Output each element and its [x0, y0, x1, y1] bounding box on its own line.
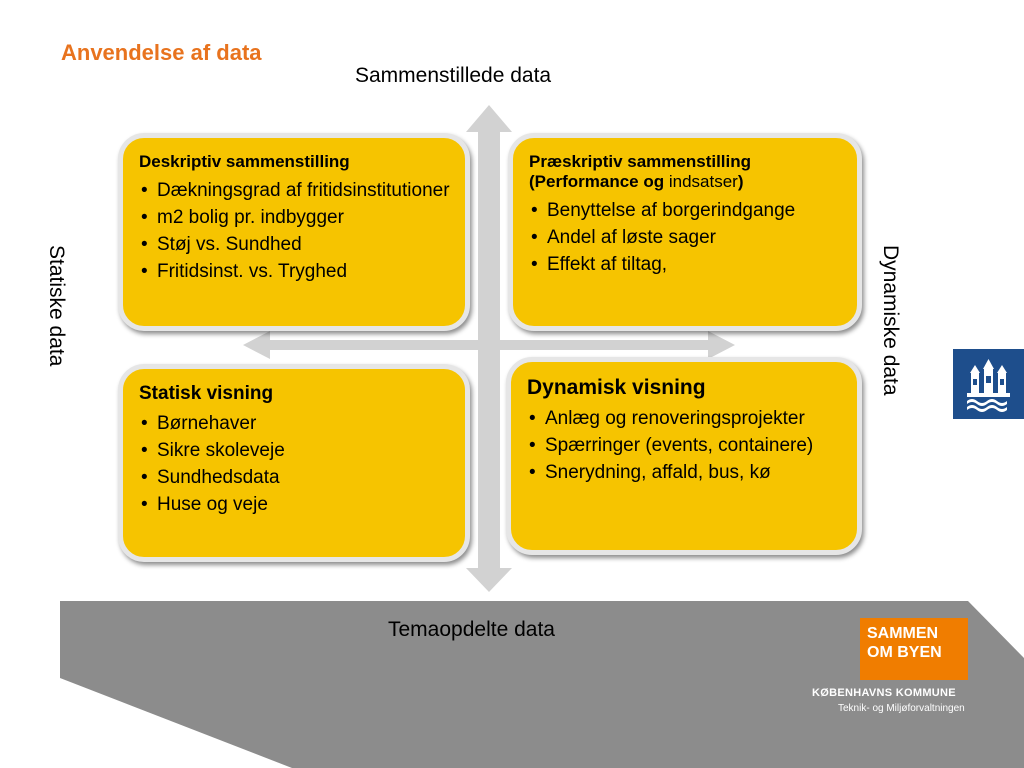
department-name: Teknik- og Miljøforvaltningen [838, 703, 965, 714]
quadrant-title: Statisk visning [139, 383, 274, 404]
quadrant-list: Anlæg og renoveringsprojekter Spærringer… [527, 408, 843, 484]
list-item: Snerydning, affald, bus, kø [527, 462, 843, 484]
axis-label-left: Statiske data [45, 245, 68, 367]
list-item: Børnehaver [139, 413, 451, 435]
coat-of-arms-logo [953, 349, 1024, 419]
organization-name: KØBENHAVNS KOMMUNE [812, 687, 956, 699]
title-bold-part: Performance og [534, 172, 665, 191]
quadrant-bottom-left: Statisk visning Børnehaver Sikre skoleve… [118, 364, 470, 562]
list-item: Fritidsinst. vs. Tryghed [139, 261, 451, 283]
quadrant-bottom-right: Dynamisk visning Anlæg og renoveringspro… [506, 357, 862, 555]
quadrant-list: Børnehaver Sikre skoleveje Sundhedsdata … [139, 413, 451, 516]
axis-label-top: Sammenstillede data [355, 64, 552, 87]
title-open-paren: ( [529, 172, 535, 191]
list-item: Benyttelse af borgerindgange [529, 200, 843, 222]
list-item: m2 bolig pr. indbygger [139, 207, 451, 229]
quadrant-title: Præskriptiv sammenstilling (Performance … [529, 152, 843, 192]
horizontal-arrow [243, 331, 735, 359]
list-item: Sikre skoleveje [139, 440, 451, 462]
quadrant-title-line2: (Performance og indsatser) [529, 172, 843, 192]
list-item: Effekt af tiltag, [529, 254, 843, 276]
list-item: Andel af løste sager [529, 227, 843, 249]
logo-text: SAMMEN OM BYEN [867, 624, 942, 662]
quadrant-top-left: Deskriptiv sammenstilling Dækningsgrad a… [118, 133, 470, 331]
list-item: Sundhedsdata [139, 467, 451, 489]
list-item: Dækningsgrad af fritidsinstitutioner [139, 180, 451, 202]
title-normal-part: indsatser [664, 172, 738, 191]
quadrant-title-line1: Præskriptiv sammenstilling [529, 152, 752, 171]
axis-label-right: Dynamiske data [879, 245, 902, 396]
slide-title: Anvendelse af data [61, 40, 262, 65]
logo-line1: SAMMEN [867, 625, 939, 642]
list-item: Anlæg og renoveringsprojekter [527, 408, 843, 430]
axis-label-bottom: Temaopdelte data [388, 618, 555, 641]
list-item: Spærringer (events, containere) [527, 435, 843, 457]
sammen-om-byen-logo [860, 618, 968, 680]
quadrant-list: Dækningsgrad af fritidsinstitutioner m2 … [139, 180, 451, 283]
quadrant-list: Benyttelse af borgerindgange Andel af lø… [529, 200, 843, 276]
list-item: Huse og veje [139, 494, 451, 516]
quadrant-title: Dynamisk visning [527, 376, 706, 399]
title-close-paren: ) [737, 172, 744, 191]
castle-icon [967, 359, 1010, 412]
quadrant-top-right: Præskriptiv sammenstilling (Performance … [508, 133, 862, 331]
list-item: Støj vs. Sundhed [139, 234, 451, 256]
quadrant-title: Deskriptiv sammenstilling [139, 152, 350, 171]
logo-line2: OM BYEN [867, 644, 942, 661]
